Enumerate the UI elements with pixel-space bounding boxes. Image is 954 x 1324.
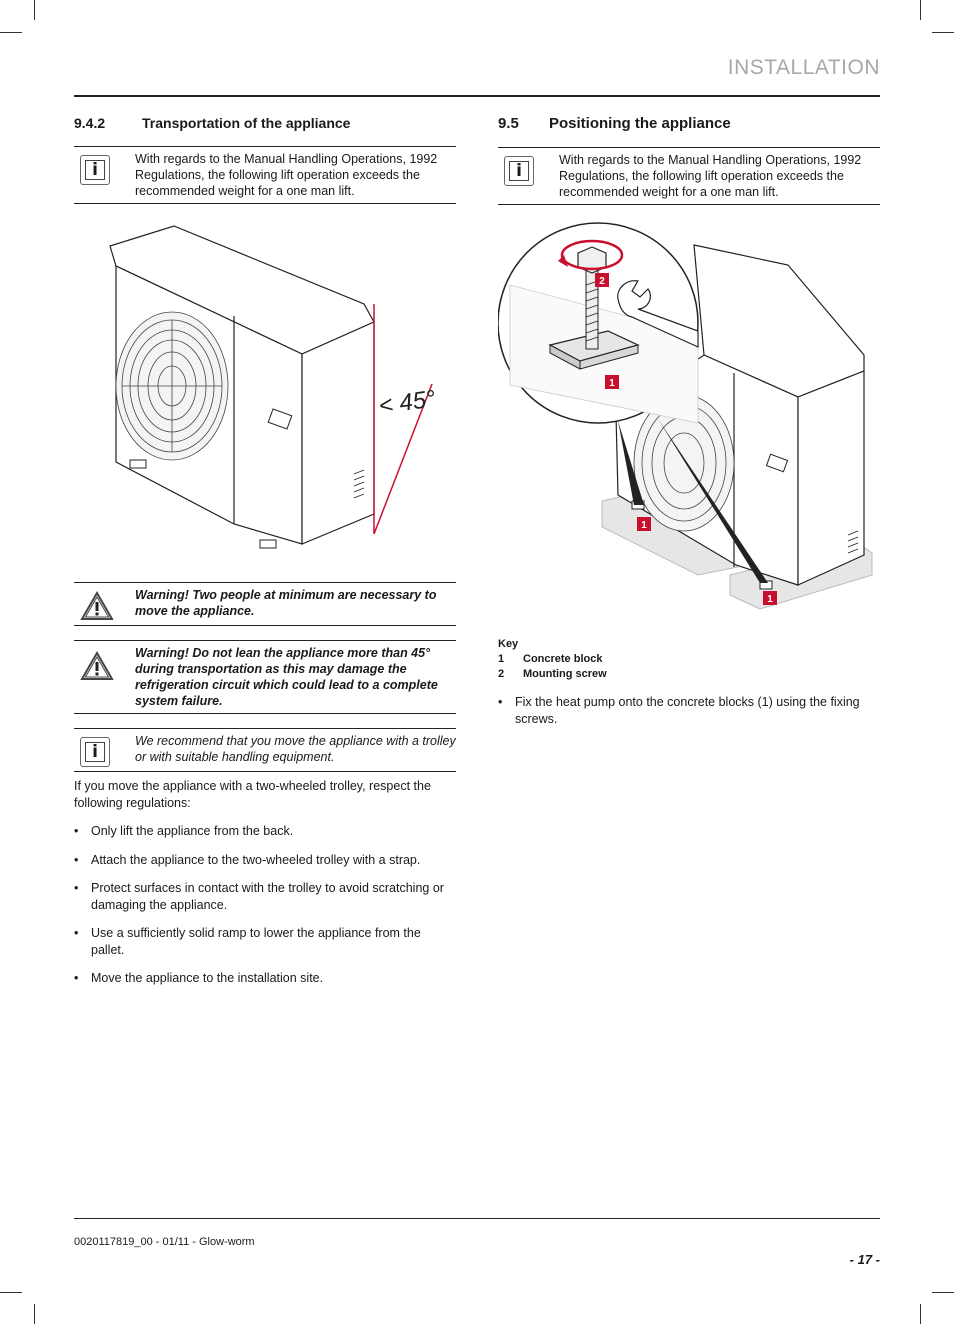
callout-2 — [595, 273, 609, 287]
angle-label: < 45° — [377, 385, 438, 420]
key-label: Mounting screw — [523, 668, 607, 680]
appliance-illustration: < 45° — [109, 225, 438, 549]
list-item: Move the appliance to the installation s… — [74, 970, 456, 987]
list-item: Only lift the appliance from the back. — [74, 823, 456, 840]
key-row: 2 Mounting screw — [498, 667, 880, 682]
info-icon: i — [80, 737, 110, 767]
warning-text: Warning! Do not lean the appliance more … — [135, 646, 438, 708]
header-rule — [74, 95, 880, 97]
intro-paragraph: If you move the appliance with a two-whe… — [74, 779, 431, 810]
figure-key: Key 1 Concrete block 2 Mounting screw — [498, 637, 880, 682]
callout-1 — [637, 517, 651, 531]
foot — [259, 539, 277, 549]
page-number: - 17 - — [849, 1252, 880, 1267]
list-item: Protect surfaces in contact with the tro… — [74, 880, 456, 913]
info-note-text: With regards to the Manual Handling Oper… — [135, 152, 438, 198]
right-column: 9.5 Positioning the appliance i With reg… — [497, 112, 880, 727]
side-vents — [353, 469, 365, 499]
callout-label: 1 — [609, 378, 615, 389]
warning-note: Warning! Two people at minimum are neces… — [74, 582, 456, 626]
positioning-list: Fix the heat pump onto the concrete bloc… — [498, 694, 880, 727]
info-note: i With regards to the Manual Handling Op… — [74, 146, 456, 204]
callout-label: 2 — [599, 276, 605, 287]
warning-note: Warning! Do not lean the appliance more … — [74, 640, 456, 714]
section-title: Positioning the appliance — [549, 114, 731, 132]
footer-document-reference: 0020117819_00 - 01/11 - Glow-worm — [74, 1236, 255, 1248]
left-column: 9.4.2 Transportation of the appliance i … — [74, 112, 456, 987]
section-heading-transport: 9.4.2 Transportation of the appliance — [74, 112, 456, 134]
callout-1 — [763, 591, 777, 605]
fan-grille — [115, 311, 229, 461]
page-header-title: INSTALLATION — [727, 56, 880, 79]
figure-appliance-tilt: < 45° — [74, 204, 456, 574]
info-note: i With regards to the Manual Handling Op… — [498, 147, 880, 205]
callout-1 — [605, 375, 619, 389]
foot — [129, 459, 147, 469]
handle-recess — [267, 408, 293, 430]
section-number: 9.4.2 — [74, 115, 106, 131]
key-number: 1 — [498, 653, 505, 665]
info-icon: i — [504, 156, 534, 186]
figure-positioning: 2 1 1 1 — [497, 205, 880, 637]
wrench-icon — [617, 280, 699, 348]
info-note: i We recommend that you move the applian… — [74, 728, 456, 772]
crop-mark — [34, 0, 35, 20]
crop-mark — [920, 0, 921, 20]
warning-text: Warning! Two people at minimum are neces… — [135, 588, 437, 618]
key-label: Concrete block — [523, 653, 603, 665]
callout-label: 1 — [767, 594, 773, 605]
crop-mark — [932, 32, 954, 33]
section-heading-positioning: 9.5 Positioning the appliance — [498, 112, 880, 134]
zoom-leader — [618, 421, 644, 505]
crop-mark — [0, 1292, 22, 1293]
footer-rule — [74, 1218, 880, 1220]
crop-mark — [920, 1304, 921, 1324]
tilt-limit-line — [373, 383, 433, 535]
rotation-arrow — [560, 239, 624, 271]
warning-icon — [80, 651, 114, 680]
info-note-text: With regards to the Manual Handling Oper… — [559, 153, 862, 199]
key-row: 1 Concrete block — [498, 652, 880, 667]
key-number: 2 — [498, 668, 505, 680]
positioning-illustration: 2 1 1 1 — [497, 222, 873, 610]
section-number: 9.5 — [498, 114, 519, 132]
crop-mark — [932, 1292, 954, 1293]
warning-icon — [80, 591, 114, 620]
section-title: Transportation of the appliance — [142, 115, 351, 131]
transport-rules-list: Only lift the appliance from the back. A… — [74, 823, 456, 987]
key-title: Key — [498, 638, 519, 650]
list-item: Attach the appliance to the two-wheeled … — [74, 852, 456, 869]
callout-label: 1 — [641, 520, 647, 531]
info-note-text: We recommend that you move the appliance… — [135, 734, 456, 764]
zoom-leader — [658, 419, 768, 583]
list-item: Fix the heat pump onto the concrete bloc… — [498, 694, 880, 727]
crop-mark — [0, 32, 22, 33]
list-item: Use a sufficiently solid ramp to lower t… — [74, 925, 456, 958]
info-icon: i — [80, 155, 110, 185]
callouts: 2 1 1 1 — [595, 273, 777, 605]
crop-mark — [34, 1304, 35, 1324]
